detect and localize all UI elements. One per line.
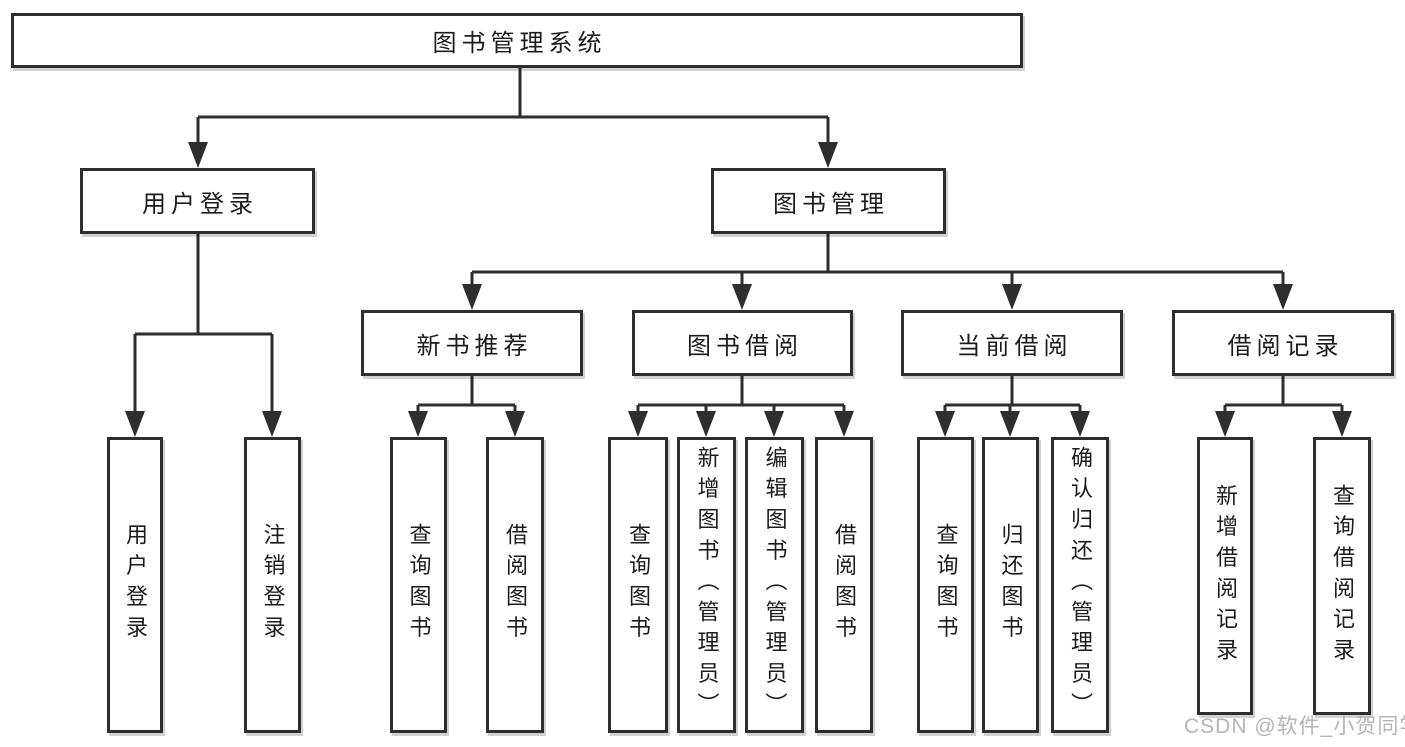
leaf-query-books-current: 查询图书 [917,437,974,733]
leaf-query-borrow-record: 查询借阅记录 [1313,437,1371,715]
node-user-login: 用户登录 [80,168,315,234]
node-label: 当前借阅 [956,332,1073,360]
arrowheads [125,142,1352,437]
csdn-watermark: CSDN @软件_小贺同学 [1184,715,1405,738]
node-label: 借阅记录 [1227,332,1344,360]
leaf-label: 借阅图书 [503,523,528,647]
leaf-query-books-recommend: 查询图书 [390,437,447,733]
leaf-borrow-books-recommend: 借阅图书 [486,437,544,733]
leaf-label: 确认归还（管理员） [1068,446,1093,724]
node-new-book-recommendation: 新书推荐 [361,310,583,376]
leaf-query-books-borrowing: 查询图书 [608,437,668,733]
leaf-add-borrow-record: 新增借阅记录 [1197,437,1253,715]
leaf-return-books: 归还图书 [982,437,1039,733]
node-book-management: 图书管理 [711,168,946,234]
leaf-label: 查询图书 [626,523,651,647]
node-book-borrowing: 图书借阅 [632,310,853,376]
node-label: 图书管理 [773,190,889,218]
node-borrowing-records: 借阅记录 [1172,310,1394,376]
leaf-user-login: 用户登录 [107,437,163,733]
node-label: 图书管理系统 [432,30,607,57]
leaf-label: 新增借阅记录 [1213,483,1238,669]
leaf-label: 注销登录 [260,523,286,647]
leaf-label: 编辑图书（管理员） [762,446,788,724]
leaf-edit-books-admin: 编辑图书（管理员） [745,437,804,733]
leaf-add-books-admin: 新增图书（管理员） [677,437,736,733]
node-label: 新书推荐 [416,332,533,360]
node-label: 用户登录 [142,190,258,218]
leaf-logout: 注销登录 [244,437,301,733]
leaf-confirm-return-admin: 确认归还（管理员） [1051,437,1109,733]
leaf-label: 查询图书 [406,523,432,647]
node-library-management-system: 图书管理系统 [11,13,1023,68]
leaf-label: 查询借阅记录 [1330,483,1355,669]
leaf-label: 借阅图书 [832,523,857,647]
leaf-borrow-books-borrowing: 借阅图书 [815,437,873,733]
leaf-label: 查询图书 [933,523,959,647]
leaf-label: 用户登录 [123,523,148,647]
node-current-borrowing: 当前借阅 [901,310,1123,376]
leaf-label: 新增图书（管理员） [694,446,720,724]
node-label: 图书借阅 [687,332,803,360]
leaf-label: 归还图书 [998,523,1024,647]
